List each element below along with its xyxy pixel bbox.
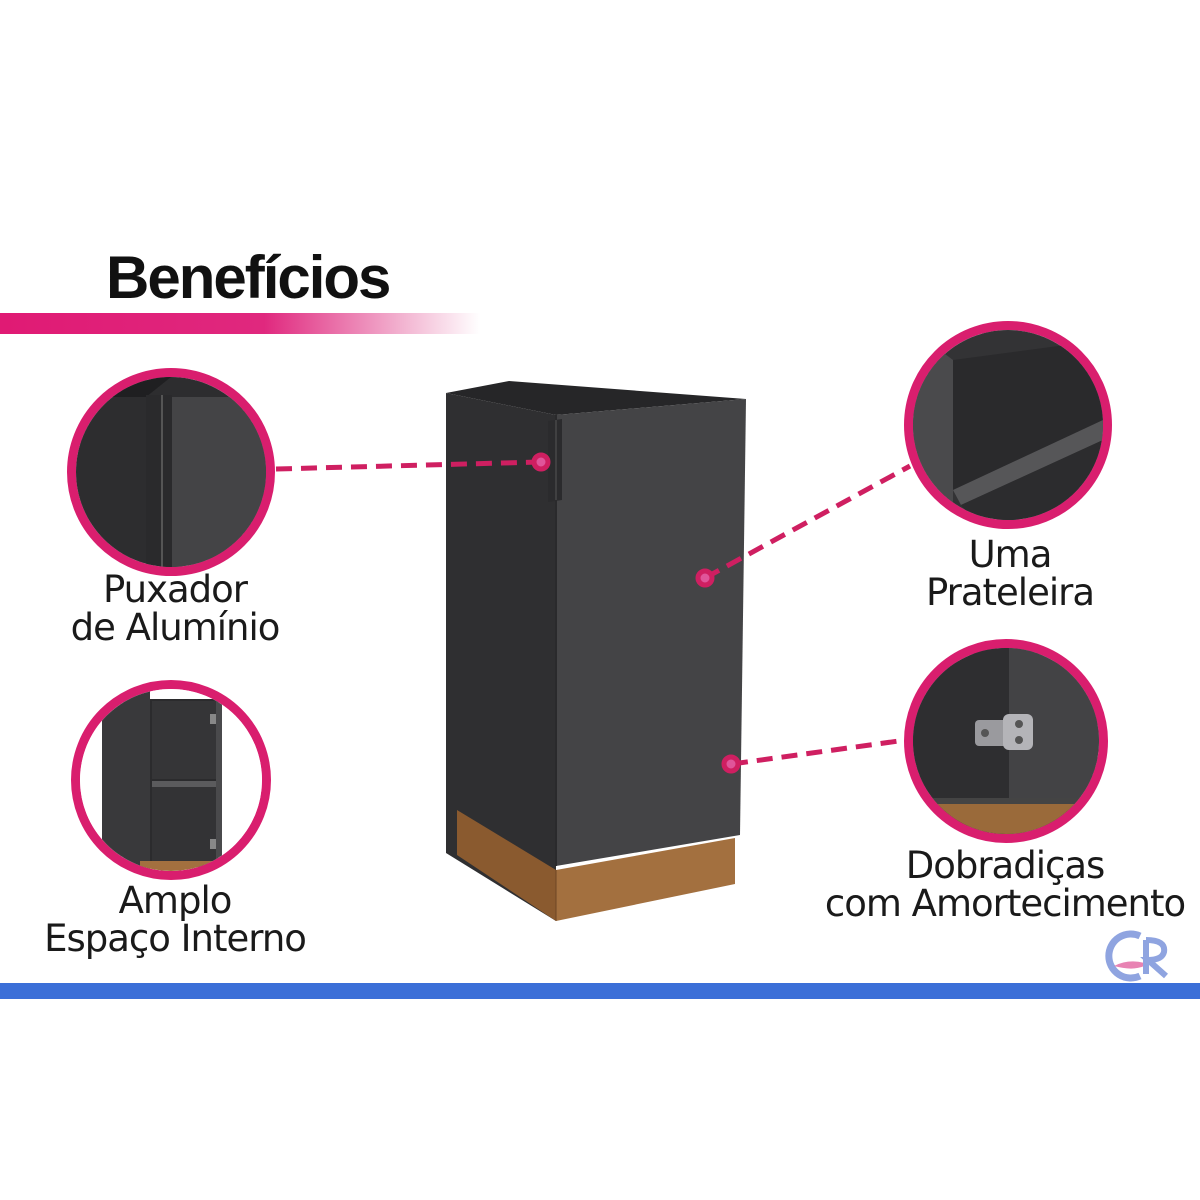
handle-label-line1: Puxador bbox=[102, 568, 248, 611]
handle-marker-dot bbox=[531, 452, 551, 472]
handle-feature-label: Puxador de Alumínio bbox=[40, 571, 310, 647]
handle-detail-circle bbox=[67, 368, 275, 576]
page-title: Benefícios bbox=[106, 244, 391, 311]
brand-logo: CR bbox=[1105, 930, 1168, 982]
space-feature-label: Amplo Espaço Interno bbox=[20, 882, 330, 958]
space-label-line1: Amplo bbox=[118, 879, 233, 922]
cabinet-base-front bbox=[556, 838, 735, 921]
cabinet-illustration bbox=[275, 381, 912, 921]
space-label-line2: Espaço Interno bbox=[44, 917, 307, 960]
cabinet-top bbox=[446, 381, 746, 415]
shelf-marker-dot bbox=[695, 568, 715, 588]
hinge-marker-dot bbox=[721, 754, 741, 774]
hinge-detail-circle bbox=[904, 639, 1108, 843]
open-cabinet-icon bbox=[80, 689, 262, 871]
handle-closeup-icon bbox=[76, 377, 266, 567]
hinges-label-line2: com Amortecimento bbox=[824, 882, 1186, 925]
shelf-closeup-icon bbox=[913, 330, 1103, 520]
hinges-label-line1: Dobradiças bbox=[905, 844, 1106, 887]
cabinet-base-side bbox=[457, 810, 556, 921]
title-underline-bar bbox=[0, 313, 480, 334]
shelf-detail-circle bbox=[904, 321, 1112, 529]
cabinet-door bbox=[556, 399, 746, 866]
shelf-feature-label: Uma Prateleira bbox=[880, 536, 1140, 612]
hinge-closeup-icon bbox=[913, 648, 1099, 834]
interior-detail-circle bbox=[71, 680, 271, 880]
handle-label-line2: de Alumínio bbox=[70, 606, 281, 649]
shelf-label-line1: Uma bbox=[968, 533, 1053, 576]
hinges-feature-label: Dobradiças com Amortecimento bbox=[810, 847, 1200, 923]
cabinet-handle bbox=[548, 419, 562, 502]
bottom-accent-bar bbox=[0, 983, 1200, 999]
cabinet-side bbox=[446, 393, 556, 921]
shelf-label-line2: Prateleira bbox=[925, 571, 1095, 614]
